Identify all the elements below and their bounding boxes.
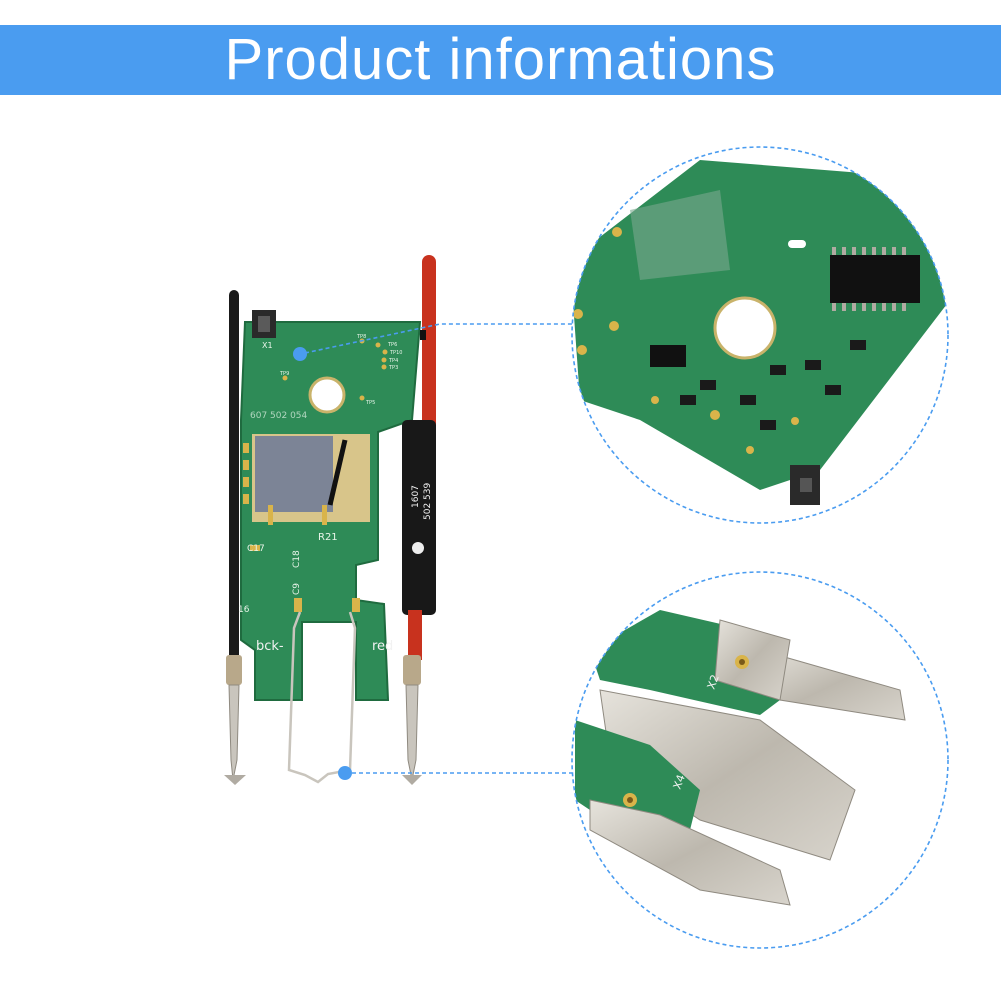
callout-top — [293, 323, 575, 361]
callout-bottom — [338, 766, 575, 780]
black-wire — [224, 290, 246, 785]
board-serial: 607 502 054 — [250, 411, 308, 421]
silk-x1: X1 — [262, 341, 273, 350]
banner-title: Product informations — [224, 27, 777, 92]
silk-c9: C9 — [292, 583, 302, 595]
tp-label: TP9 — [279, 371, 289, 377]
silk-r21: R21 — [318, 532, 338, 543]
title-banner: Product informations — [0, 25, 1001, 95]
thermal-pad — [252, 434, 370, 525]
tp-label: TP6 — [387, 342, 397, 348]
silk-c18: C18 — [292, 550, 302, 568]
tp-label: TP4 — [388, 358, 398, 364]
silk-c17: C17 — [247, 544, 265, 554]
zoom-circle-top — [571, 146, 949, 524]
zoom-circle-bottom: X2 X4 — [571, 571, 949, 949]
sleeve-line1: 1607 — [411, 485, 421, 508]
contact-pad — [294, 598, 302, 612]
tp-label: TP8 — [356, 334, 366, 340]
silk-x2: X2 — [705, 673, 722, 691]
test-points — [282, 338, 388, 401]
sleeve-line2: 502 539 — [423, 483, 433, 520]
contact-wire-loop — [287, 611, 357, 784]
tp-label: TP3 — [388, 365, 398, 371]
black-wire-label: bck- — [256, 639, 284, 654]
solder-pads — [243, 443, 260, 551]
red-wire-label: red — [372, 639, 393, 654]
tp-label: TP10 — [389, 350, 402, 356]
contact-pad — [352, 598, 360, 612]
tp-label: TP5 — [365, 400, 375, 406]
red-wire: 1607 502 539 — [402, 255, 436, 785]
ic-chip — [830, 255, 920, 303]
mounting-hole — [308, 376, 346, 414]
main-board: X1 TP8 TP6 TP10 TP4 TP3 TP9 TP5 607 502 … — [224, 255, 436, 785]
silk-16: 16 — [238, 605, 250, 615]
silk-x4: X4 — [671, 773, 688, 791]
switch-x1 — [252, 310, 276, 338]
